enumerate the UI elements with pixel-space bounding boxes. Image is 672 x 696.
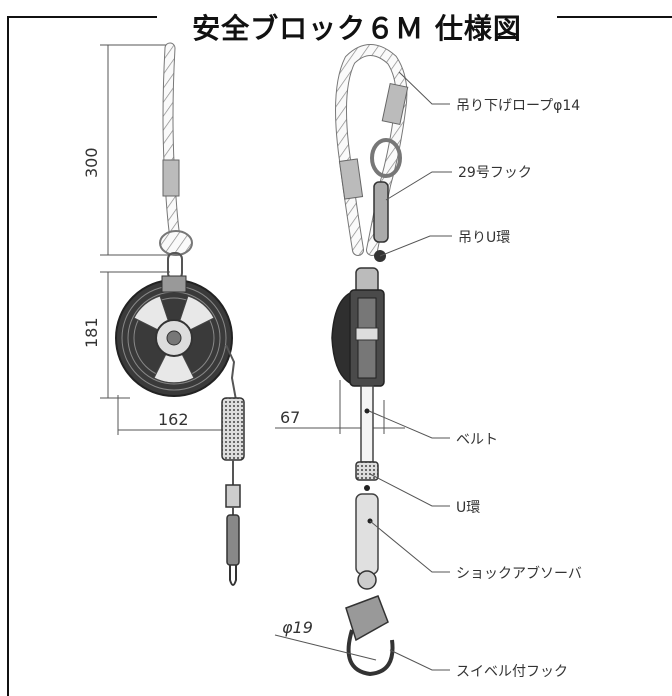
hook-opening-label: φ19 (282, 618, 313, 637)
callout-29-hook: 29号フック (458, 165, 532, 181)
left-rope (159, 42, 193, 256)
callout-hanging-rope: 吊り下げロープφ14 (456, 98, 581, 114)
body-width-label: 162 (158, 410, 189, 429)
left-cable (221, 344, 245, 586)
body-height-label: 181 (82, 317, 101, 348)
callout-hanging-u-ring: 吊りU環 (458, 230, 511, 246)
right-belt-assembly (274, 385, 395, 677)
dimension-300 (100, 44, 170, 256)
right-29-hook (373, 181, 389, 262)
drawing-frame: 安全ブロック６Ｍ 仕様図 (7, 12, 672, 696)
left-hanger-link (167, 252, 183, 280)
leader-lines (368, 71, 452, 671)
body-depth-label: 67 (280, 408, 301, 427)
callout-u-ring: U環 (456, 500, 481, 516)
callout-swivel-hook: スイベル付フック (456, 664, 568, 680)
left-block-body (115, 275, 233, 397)
callout-belt: ベルト (456, 432, 498, 448)
right-block-body (331, 267, 385, 387)
rope-length-label: 300 (82, 147, 101, 178)
drawing-title: 安全ブロック６Ｍ 仕様図 (157, 12, 557, 46)
dimension-181 (100, 271, 170, 399)
callout-shock-absorber: ショックアブソーバ (456, 566, 582, 582)
